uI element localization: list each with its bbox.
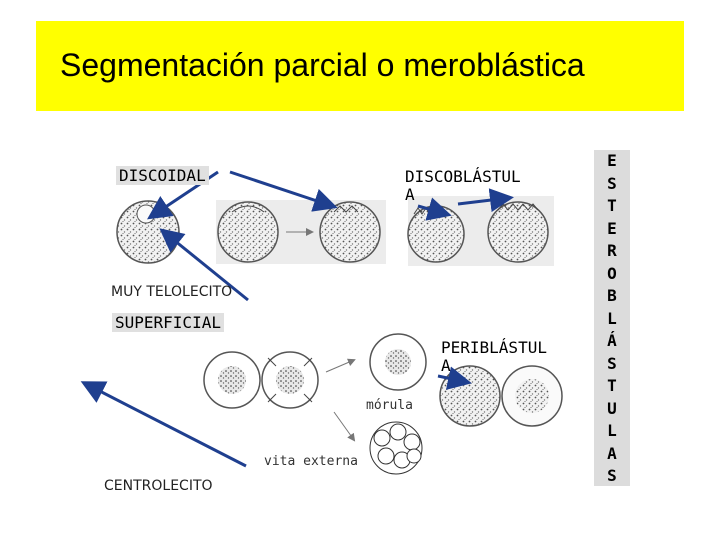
side-letter: L	[607, 308, 617, 328]
discoidal-egg-1	[116, 200, 180, 264]
side-letter: Á	[607, 331, 617, 350]
label-morula: mórula	[366, 398, 413, 413]
side-letter: L	[607, 421, 617, 440]
side-letter: S	[607, 173, 617, 193]
centrolecithal-egg-1	[203, 351, 261, 409]
label-discoidal: DISCOIDAL	[116, 166, 209, 185]
discoidal-egg-2	[217, 201, 279, 263]
arrow-telolecito	[159, 228, 249, 302]
periblastula-embryo-2	[501, 365, 563, 427]
side-letter: O	[607, 263, 617, 283]
arrow-discoidal-stage	[229, 170, 338, 212]
title-banner	[36, 21, 684, 111]
side-letter: T	[607, 376, 617, 395]
arrow-centrolecito	[80, 381, 247, 468]
label-superficial: SUPERFICIAL	[112, 313, 224, 332]
centrolecithal-egg-2	[261, 351, 319, 409]
arrow-discoblastula-1	[417, 197, 452, 221]
side-letter: U	[607, 398, 617, 418]
side-letter: S	[607, 466, 617, 485]
page-title: Segmentación parcial o meroblástica	[60, 47, 585, 83]
label-discoblastula: DISCOBLÁSTUL A	[405, 167, 521, 204]
stage-arrow-3	[333, 411, 356, 442]
side-letter: E	[607, 218, 617, 238]
morula-embryo	[369, 333, 427, 391]
side-letter: B	[607, 286, 617, 305]
label-centrolecito: CENTROLECITO	[104, 478, 213, 494]
discoidal-egg-3	[319, 201, 381, 263]
side-letter: S	[607, 353, 617, 373]
arrow-periblastula	[437, 366, 472, 390]
side-letter: A	[607, 443, 617, 463]
label-muy-telolecito: MUY TELOLECITO	[111, 284, 233, 300]
side-word-estereoblastulas: E S T E R O B L Á S T U L A S	[594, 150, 630, 486]
arrow-discoblastula-2	[457, 188, 514, 213]
discoblastula-egg-1	[407, 205, 465, 263]
cell-cluster	[369, 421, 423, 475]
side-letter: R	[607, 241, 617, 260]
label-periblastula: PERIBLÁSTUL A	[441, 338, 547, 375]
discoblastula-egg-2	[487, 201, 549, 263]
side-letter: T	[607, 196, 617, 215]
side-letter: E	[607, 151, 617, 170]
label-vita-externa: vita externa	[264, 454, 358, 469]
stage-arrow-2	[325, 358, 356, 373]
periblastula-embryo-1	[439, 365, 501, 427]
